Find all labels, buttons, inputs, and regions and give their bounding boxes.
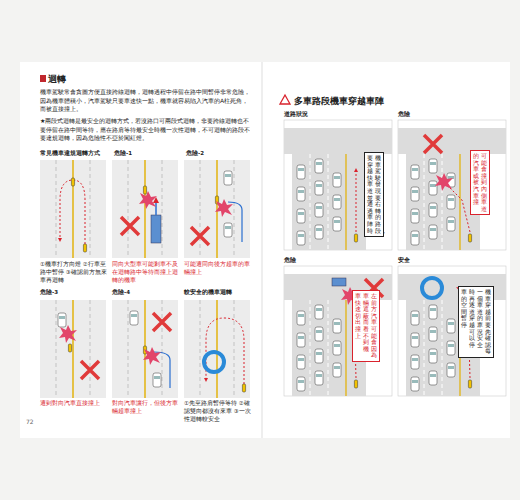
vertical-text: 時再逐道穿越，可以停 [469,289,475,355]
vertical-note-box: 左前方汽車可能會因為車輛遮蔽而看不到機車快速切出撞上 [352,290,380,362]
vertical-text: 一個車道的車況，安全 [477,289,483,355]
panel-title: 危險-4 [112,289,180,297]
vertical-note-box: 機車駕駛發現要右轉的路段，要穿越快車道並通過車陣時 [364,152,384,237]
vertical-text: 左前方汽車可能會因為 [371,293,377,359]
panel-caption: 可能遭同向後方超車的車輛撞上 [184,261,252,277]
section-title: 多車路段機車穿越車陣 [294,95,384,107]
body-text: ★兩段式迴轉是最安全的迴轉方式，若沒路口可兩段式迴轉，非要跨線迴轉也不要停留在路… [40,117,252,143]
vertical-text: 車快速切出撞上 [355,293,361,359]
vertical-text: 機車穿越前要先確認每 [485,289,491,355]
panel-caption: ①機車打方向燈 ②行車至路中暫停 ③確認前方無來車再迴轉 [40,261,108,285]
panel-caption: 對向汽車讓行，但後方車輛超車撞上 [112,400,180,416]
section-title: 迴轉 [48,73,66,86]
panel-caption: ①先至路肩暫停等待 ②確認雙向都沒有來車 ③一次性迴轉較安全 [184,400,252,424]
panel-title: 安全 [398,256,410,265]
panel-title: 道路狀況 [284,110,308,119]
page-number: 72 [26,418,34,427]
panel-title: 危險 [284,256,296,265]
panel-title: 危險 [398,110,410,119]
panel-title: 危險-1 [114,150,174,158]
vertical-text: 車的空間暫停 [461,289,467,355]
vertical-text: 車輛遮蔽而看不到機 [363,293,369,359]
vertical-text: 機車駕駛發現要右轉的路段， [375,155,381,234]
panel-title: 危險-3 [40,289,108,297]
vertical-text: 可能會撞到內側車道 [481,153,487,212]
vertical-text: 要穿越快車道並通過車陣時 [367,155,373,234]
panel-caption: 同向大型車可能剎車不及在迴轉路中等待而撞上迴轉的機車 [112,261,180,285]
vertical-note-box: 機車穿越前要先確認每一個車道的車況，安全時再逐道穿越，可以停車的空間暫停 [458,286,494,358]
panel-title: 常見機車違規迴轉方式 [40,150,108,158]
vertical-text: 的汽車或被汽車撞 [473,153,479,212]
vertical-note-box: 可能會撞到內側車道的汽車或被汽車撞 [470,150,490,215]
panel-title: 較安全的機車迴轉 [184,289,252,297]
panel-caption: 遭到對向汽車直接撞上 [40,400,108,408]
body-text: 機車駕駛常會貪圖方便直接跨線迴轉，迴轉過程中停留在路中間暫停非常危險，因為機車體… [40,88,252,114]
panel-title: 危險-2 [186,150,246,158]
